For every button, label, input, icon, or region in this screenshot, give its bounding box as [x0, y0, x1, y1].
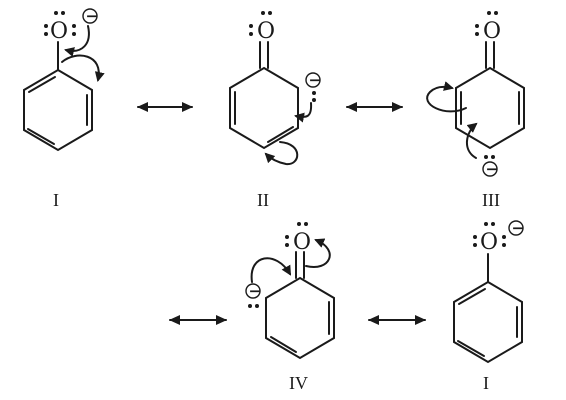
lone-pair-dot: [72, 24, 76, 28]
double-bond: [458, 288, 486, 305]
lone-pair-dot: [491, 155, 495, 159]
svg-text:−: −: [249, 282, 262, 300]
oxygen-atom: O: [480, 230, 498, 255]
lone-pair-dot: [494, 11, 498, 15]
cyclohexadienone-ring: [455, 66, 525, 150]
structure-label: I: [483, 373, 489, 393]
lone-pair-dot: [491, 222, 495, 226]
double-bond: [267, 126, 294, 143]
negative-charge-icon: −: [508, 219, 525, 237]
negative-charge-icon: −: [245, 282, 262, 300]
lone-pair-dot: [487, 11, 491, 15]
lone-pair-dot: [297, 222, 301, 226]
lone-pair-dot: [484, 222, 488, 226]
svg-text:−: −: [486, 160, 499, 178]
cyclohexadienone-ring: [265, 276, 335, 360]
lone-pair-dot: [72, 32, 76, 36]
negative-charge-icon: −: [82, 7, 99, 25]
double-bond: [457, 340, 485, 357]
lone-pair-dot: [475, 32, 479, 36]
lone-pair-dot: [484, 155, 488, 159]
lone-pair-dot: [502, 243, 506, 247]
lone-pair-dot: [44, 24, 48, 28]
lone-pair-dot: [502, 235, 506, 239]
oxygen-atom: O: [257, 19, 275, 44]
lone-pair-dot: [473, 235, 477, 239]
structure-iii-para-anion: O − III: [426, 11, 525, 210]
curved-arrow: [466, 122, 478, 159]
lone-pair-dot: [61, 11, 65, 15]
negative-charge-icon: −: [305, 71, 322, 89]
double-bond: [270, 336, 297, 353]
lone-pair-dot: [54, 11, 58, 15]
svg-text:−: −: [512, 219, 525, 237]
lone-pair-dot: [312, 98, 316, 102]
lone-pair-dot: [312, 91, 316, 95]
oxygen-atom: O: [293, 230, 311, 255]
curved-arrow: [250, 257, 292, 283]
benzene-ring: [23, 68, 93, 152]
negative-charge-icon: −: [482, 160, 499, 178]
lone-pair-dot: [261, 11, 265, 15]
structure-i-phenoxide-repeat: O − I: [453, 219, 525, 393]
oxygen-atom: O: [50, 19, 68, 44]
lone-pair-dot: [255, 304, 259, 308]
lone-pair-dot: [249, 24, 253, 28]
lone-pair-dot: [285, 235, 289, 239]
curved-arrow: [64, 25, 90, 57]
double-bond: [28, 76, 56, 93]
curved-arrow: [305, 238, 331, 269]
structure-i-phenoxide: O − I: [23, 7, 105, 210]
cyclohexadienone-ring: [229, 66, 299, 150]
lone-pair-dot: [285, 243, 289, 247]
lone-pair-dot: [249, 32, 253, 36]
structure-ii-ortho-anion: O − II: [229, 11, 322, 210]
curved-arrow: [294, 102, 313, 123]
curved-arrow: [61, 54, 105, 82]
structure-label: II: [257, 190, 269, 210]
lone-pair-dot: [475, 24, 479, 28]
benzene-ring: [453, 280, 523, 364]
lone-pair-dot: [44, 32, 48, 36]
structure-label: III: [482, 190, 500, 210]
structure-iv-ortho-anion: O − IV: [245, 222, 335, 393]
structure-label: I: [53, 190, 59, 210]
double-bond: [27, 128, 55, 145]
lone-pair-dot: [268, 11, 272, 15]
structure-label: IV: [289, 373, 308, 393]
lone-pair-dot: [248, 304, 252, 308]
curved-arrow: [426, 81, 467, 113]
lone-pair-dot: [304, 222, 308, 226]
svg-text:−: −: [309, 71, 322, 89]
oxygen-atom: O: [483, 19, 501, 44]
curved-arrow: [264, 141, 299, 166]
svg-text:−: −: [86, 7, 99, 25]
lone-pair-dot: [473, 243, 477, 247]
